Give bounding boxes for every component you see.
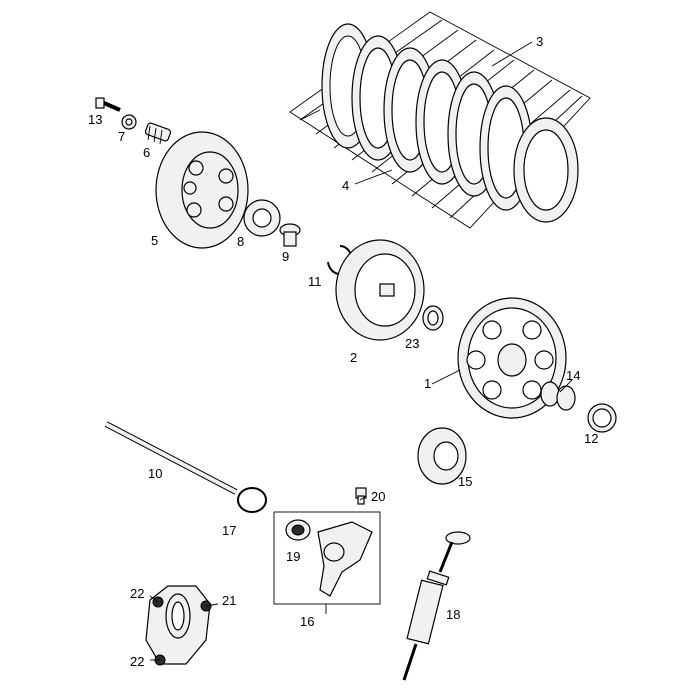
- clutch-basket: [335, 239, 425, 341]
- bearing: [243, 199, 281, 237]
- clutch-plates: [321, 23, 579, 223]
- cover-plate: [145, 585, 212, 666]
- callout-21: 21: [222, 593, 236, 608]
- shim-washer: [587, 403, 617, 433]
- bolt: [95, 97, 121, 112]
- needle-bearings: [540, 381, 576, 411]
- callout-22-bottom: 22: [130, 654, 144, 669]
- callout-10: 10: [148, 466, 162, 481]
- pressure-pin: [279, 223, 301, 247]
- leader-lines: [149, 41, 573, 661]
- callout-22-top: 22: [130, 586, 144, 601]
- callout-23: 23: [405, 336, 419, 351]
- callout-2: 2: [350, 350, 357, 365]
- callout-5: 5: [151, 233, 158, 248]
- callout-1: 1: [424, 376, 431, 391]
- washer: [121, 114, 137, 130]
- callout-15: 15: [458, 474, 472, 489]
- primary-gear: [457, 297, 567, 419]
- callout-9: 9: [282, 249, 289, 264]
- spring: [144, 122, 172, 145]
- screw: [355, 487, 367, 505]
- spacer-ring: [422, 305, 444, 331]
- release-lever-assembly: [273, 511, 381, 605]
- small-gear: [417, 427, 467, 485]
- callout-12: 12: [584, 431, 598, 446]
- o-ring: [237, 487, 267, 513]
- pressure-plate: [155, 131, 249, 249]
- callout-17: 17: [222, 523, 236, 538]
- callout-18: 18: [446, 607, 460, 622]
- callout-6: 6: [143, 145, 150, 160]
- callout-20: 20: [371, 489, 385, 504]
- callout-3: 3: [536, 34, 543, 49]
- callout-19: 19: [286, 549, 300, 564]
- callout-7: 7: [118, 129, 125, 144]
- callout-14: 14: [566, 368, 580, 383]
- callout-16: 16: [300, 614, 314, 629]
- callout-8: 8: [237, 234, 244, 249]
- push-rod: [104, 421, 238, 495]
- callout-4: 4: [342, 178, 349, 193]
- callout-13: 13: [88, 112, 102, 127]
- grease-syringe: [402, 531, 471, 681]
- callout-11: 11: [308, 274, 322, 289]
- callout-labels: 1 2 3 4 5 6 7 8 9 10 11 12 13 14 15 16 1…: [88, 34, 598, 669]
